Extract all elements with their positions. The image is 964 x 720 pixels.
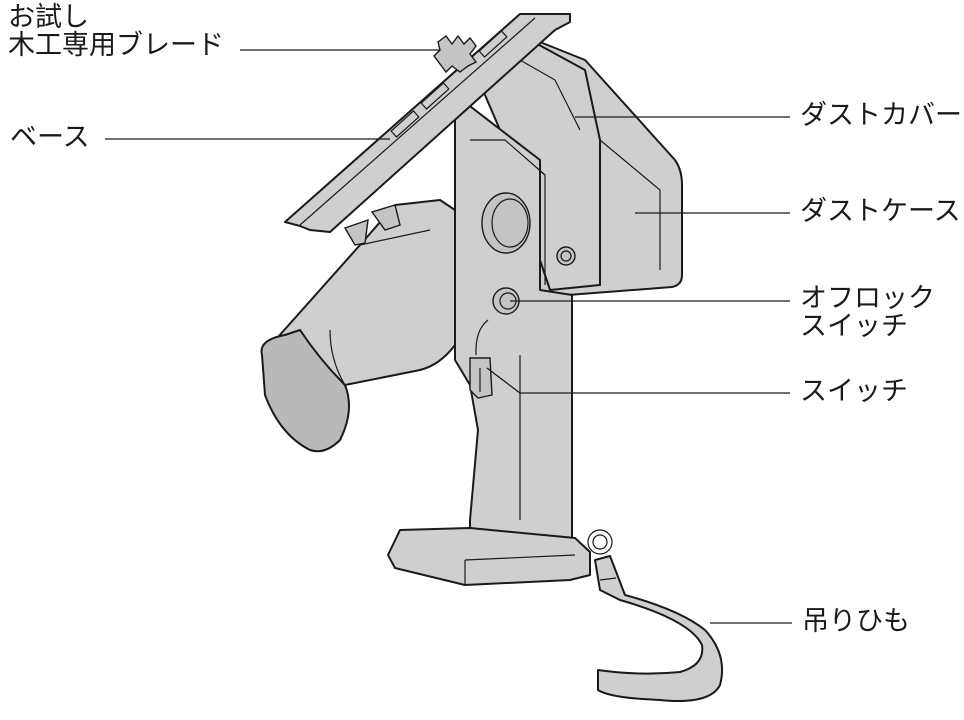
blade	[433, 34, 478, 74]
label-dust-cover: ダストカバー	[800, 100, 962, 131]
label-blade: お試し 木工専用ブレード	[8, 2, 224, 61]
strap-ring	[587, 529, 613, 555]
label-dust-case: ダストケース	[800, 196, 961, 227]
motor-knob	[481, 192, 531, 254]
label-switch: スイッチ	[800, 376, 908, 407]
label-off-lock-switch: オフロック スイッチ	[800, 283, 935, 342]
label-strap: 吊りひも	[802, 606, 910, 637]
strap	[594, 555, 724, 702]
trigger-switch	[469, 357, 493, 399]
battery-foot	[387, 527, 591, 586]
base-plate	[284, 13, 571, 233]
grip-end-cap	[260, 329, 350, 453]
leader-switch	[486, 367, 521, 394]
label-base: ベース	[10, 122, 90, 153]
